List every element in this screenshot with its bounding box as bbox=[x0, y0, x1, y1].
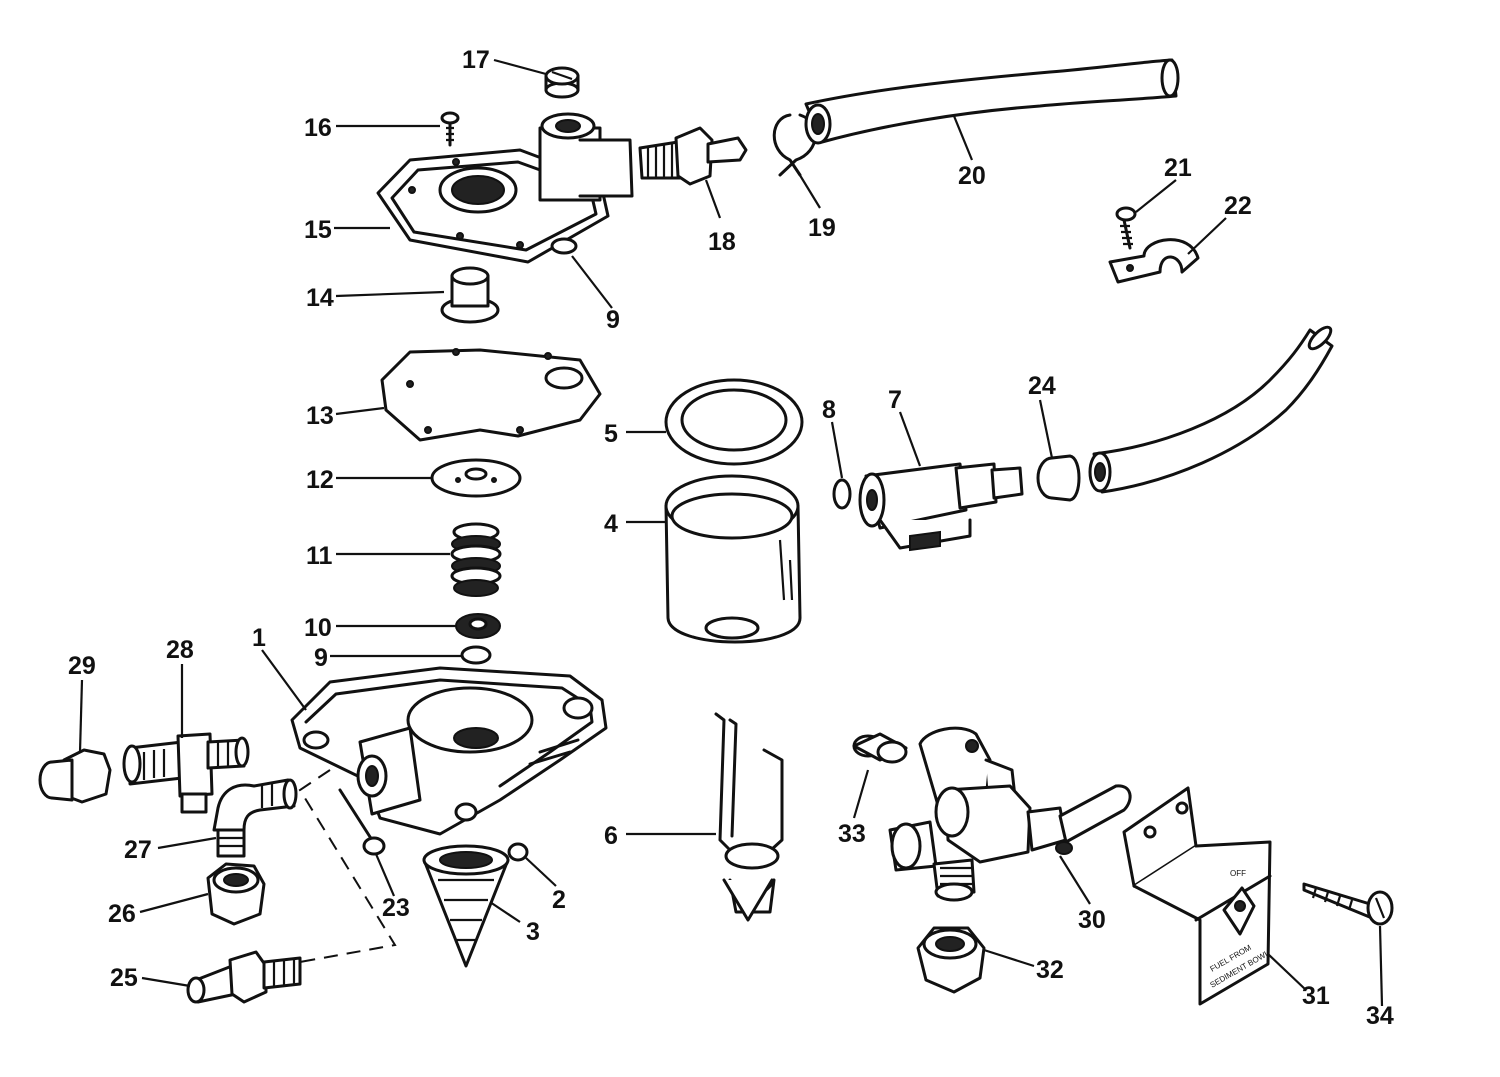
callout-9-upper: 9 bbox=[606, 306, 620, 334]
callout-31: 31 bbox=[1302, 982, 1330, 1010]
callout-13: 13 bbox=[306, 402, 334, 430]
callout-34: 34 bbox=[1366, 1002, 1394, 1030]
part-32-flare-nut bbox=[916, 926, 986, 994]
callout-3: 3 bbox=[526, 918, 540, 946]
callout-16: 16 bbox=[304, 114, 332, 142]
callout-18: 18 bbox=[708, 228, 736, 256]
part-22-hose-clamp bbox=[1108, 238, 1200, 284]
callout-1: 1 bbox=[252, 624, 266, 652]
part-18-fitting bbox=[638, 126, 748, 186]
assembly-dashed-line bbox=[298, 769, 397, 963]
part-2-plug bbox=[507, 842, 529, 862]
part-16-screw bbox=[440, 111, 460, 147]
part-20-fuel-hose-upper bbox=[804, 58, 1180, 145]
callout-7: 7 bbox=[888, 386, 902, 414]
part-30-fuel-valve bbox=[888, 726, 1132, 902]
callout-20: 20 bbox=[958, 162, 986, 190]
callout-9-lower: 9 bbox=[314, 644, 328, 672]
callout-22: 22 bbox=[1224, 192, 1252, 220]
leader-lines bbox=[78, 58, 1384, 1007]
part-28-tee-fitting bbox=[122, 732, 250, 814]
callout-25: 25 bbox=[110, 964, 138, 992]
part-6-bowl-bail bbox=[714, 712, 784, 922]
part-25-fitting bbox=[186, 950, 302, 1004]
part-31-bracket: OFF FUEL FROM SEDIMENT BOWL bbox=[1122, 786, 1272, 1006]
part-23-pin bbox=[338, 788, 386, 856]
part-4-sediment-bowl bbox=[664, 474, 802, 644]
part-29-nut bbox=[38, 748, 112, 804]
callout-30: 30 bbox=[1078, 906, 1106, 934]
callout-4: 4 bbox=[604, 510, 618, 538]
callout-15: 15 bbox=[304, 216, 332, 244]
callout-6: 6 bbox=[604, 822, 618, 850]
callout-11: 11 bbox=[306, 542, 333, 570]
part-12-diaphragm bbox=[430, 458, 522, 498]
part-24-nut bbox=[1036, 454, 1081, 502]
callout-28: 28 bbox=[166, 636, 194, 664]
part-14-valve-cup bbox=[440, 266, 500, 324]
callout-17: 17 bbox=[462, 46, 490, 74]
part-8-o-ring bbox=[832, 478, 852, 510]
callout-19: 19 bbox=[808, 214, 836, 242]
callout-23: 23 bbox=[382, 894, 410, 922]
callout-32: 32 bbox=[1036, 956, 1064, 984]
part-15-cover bbox=[376, 112, 634, 264]
part-fuel-hose-lower bbox=[1088, 325, 1334, 494]
part-33-bushing bbox=[852, 732, 908, 764]
part-10-valve bbox=[455, 613, 501, 639]
callout-14: 14 bbox=[306, 284, 334, 312]
plate-off-text: OFF bbox=[1230, 869, 1246, 878]
callout-21: 21 bbox=[1164, 154, 1192, 182]
part-26-flare-nut bbox=[206, 862, 266, 926]
part-7-shutoff-valve bbox=[858, 462, 1024, 552]
callout-33: 33 bbox=[838, 820, 866, 848]
part-13-gasket bbox=[380, 348, 602, 442]
part-21-screw bbox=[1115, 206, 1137, 250]
part-1-pump-body bbox=[290, 666, 608, 836]
callout-26: 26 bbox=[108, 900, 136, 928]
callout-24: 24 bbox=[1028, 372, 1056, 400]
part-11-spring bbox=[450, 522, 502, 597]
callout-8: 8 bbox=[822, 396, 836, 424]
part-9-o-ring-upper bbox=[550, 237, 578, 255]
part-17-cap-screw bbox=[544, 66, 580, 99]
callout-29: 29 bbox=[68, 652, 96, 680]
part-3-strainer bbox=[422, 844, 510, 968]
callout-2: 2 bbox=[552, 886, 566, 914]
callout-10: 10 bbox=[304, 614, 332, 642]
callout-27: 27 bbox=[124, 836, 152, 864]
part-34-screw bbox=[1302, 882, 1394, 926]
part-5-bowl-gasket bbox=[664, 378, 804, 466]
part-9-o-ring-lower bbox=[460, 645, 492, 665]
part-27-elbow bbox=[212, 778, 298, 858]
callout-5: 5 bbox=[604, 420, 618, 448]
callout-labels: 1 2 3 4 5 6 7 8 9 9 10 11 12 13 14 15 16… bbox=[68, 46, 1394, 1030]
callout-12: 12 bbox=[306, 466, 334, 494]
